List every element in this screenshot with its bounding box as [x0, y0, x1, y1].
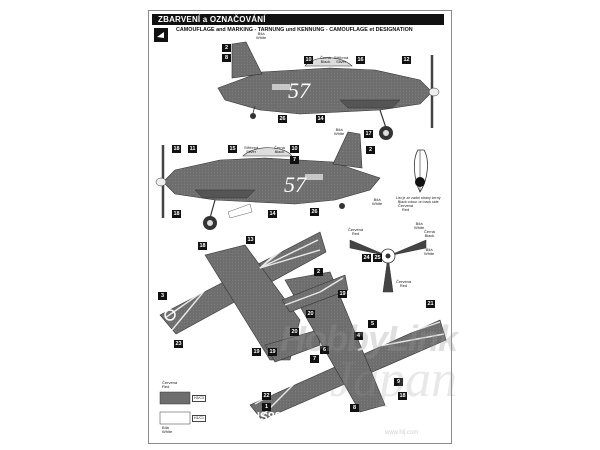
watermark-url: www.hlj.com — [385, 430, 419, 436]
callout-plane1-1: 8 — [222, 54, 231, 62]
plane-side-view-2 — [155, 131, 381, 230]
callout-bottom-8: 19 — [268, 348, 277, 356]
callout-prop-0: 24 — [362, 254, 371, 262]
aircraft-bottom-view — [249, 271, 447, 421]
spinner-detail — [414, 149, 428, 193]
callout-plane1-5: 26 — [278, 115, 287, 123]
callout-bottom-1: 6 — [320, 346, 329, 354]
callout-top-3: 23 — [174, 340, 183, 348]
legend-swatch-white — [159, 411, 191, 425]
callout-bottom-0: 20 — [306, 310, 315, 318]
callout-top-2: 3 — [158, 292, 167, 300]
callout-bottom-6: 5 — [368, 320, 377, 328]
tail-fin-2 — [332, 131, 363, 169]
callout-top-4: 2 — [314, 268, 323, 276]
callout-bottom-13: 8 — [350, 404, 359, 412]
watermark-logo-line2: Japan — [330, 351, 458, 408]
tail-fin-1 — [231, 41, 263, 79]
legend-red-code: H3/C3 — [192, 395, 206, 402]
plane-side-view-1 — [217, 41, 440, 140]
callout-plane2-7: 26 — [310, 208, 319, 216]
callout-plane1-6: 14 — [316, 115, 325, 123]
callout-bottom-5: 21 — [426, 300, 435, 308]
callout-plane2-6: 14 — [268, 210, 277, 218]
callout-plane2-4: 7 — [290, 156, 299, 164]
callout-plane1-4: 12 — [402, 56, 411, 64]
canopy-2 — [242, 147, 293, 157]
callout-plane2-3: 10 — [290, 145, 299, 153]
legend-white-code: H1/C1 — [192, 415, 206, 422]
callout-bottom-3: 20 — [290, 328, 299, 336]
callout-top-0: 18 — [198, 242, 207, 250]
callout-prop-1: 25 — [373, 254, 382, 262]
brand-logo-icon — [154, 28, 168, 42]
callout-top-5: 19 — [338, 290, 347, 298]
callout-bottom-12: 18 — [398, 392, 407, 400]
race-number-2: 57 — [284, 172, 307, 197]
callout-plane1-2: 10 — [304, 56, 313, 64]
callout-plane2-5: 18 — [172, 210, 181, 218]
callout-plane2-2: 15 — [228, 145, 237, 153]
callout-bottom-9: 9 — [394, 378, 403, 386]
propeller-front-view — [349, 239, 427, 293]
watermark-logo-line1: HobbyLink — [280, 318, 458, 359]
page-title: ZBARVENÍ a OZNAČOVÁNÍ — [158, 15, 266, 24]
callout-bottom-11: 1 — [262, 403, 271, 411]
race-number-1: 57 — [288, 78, 311, 103]
callout-bottom-4: 4 — [354, 332, 363, 340]
legend-swatch-red — [159, 391, 191, 405]
callout-plane2-0: 18 — [172, 145, 181, 153]
callout-top-1: 13 — [246, 236, 255, 244]
callout-plane1-0: 2 — [222, 44, 231, 52]
callout-plane1-8: 2 — [366, 146, 375, 154]
callout-bottom-10: 22 — [262, 392, 271, 400]
page-subtitle: CAMOUFLAGE and MARKING - TARNUNG und KEN… — [176, 27, 413, 33]
callout-bottom-7: 7 — [310, 355, 319, 363]
aircraft-top-view — [159, 231, 327, 363]
registration-marking: N88SN — [251, 409, 290, 423]
callout-plane2-1: 11 — [188, 145, 197, 153]
header-bar — [152, 14, 444, 25]
callout-plane1-3: 16 — [356, 56, 365, 64]
callout-plane1-7: 17 — [364, 130, 373, 138]
callout-bottom-2: 19 — [252, 348, 261, 356]
